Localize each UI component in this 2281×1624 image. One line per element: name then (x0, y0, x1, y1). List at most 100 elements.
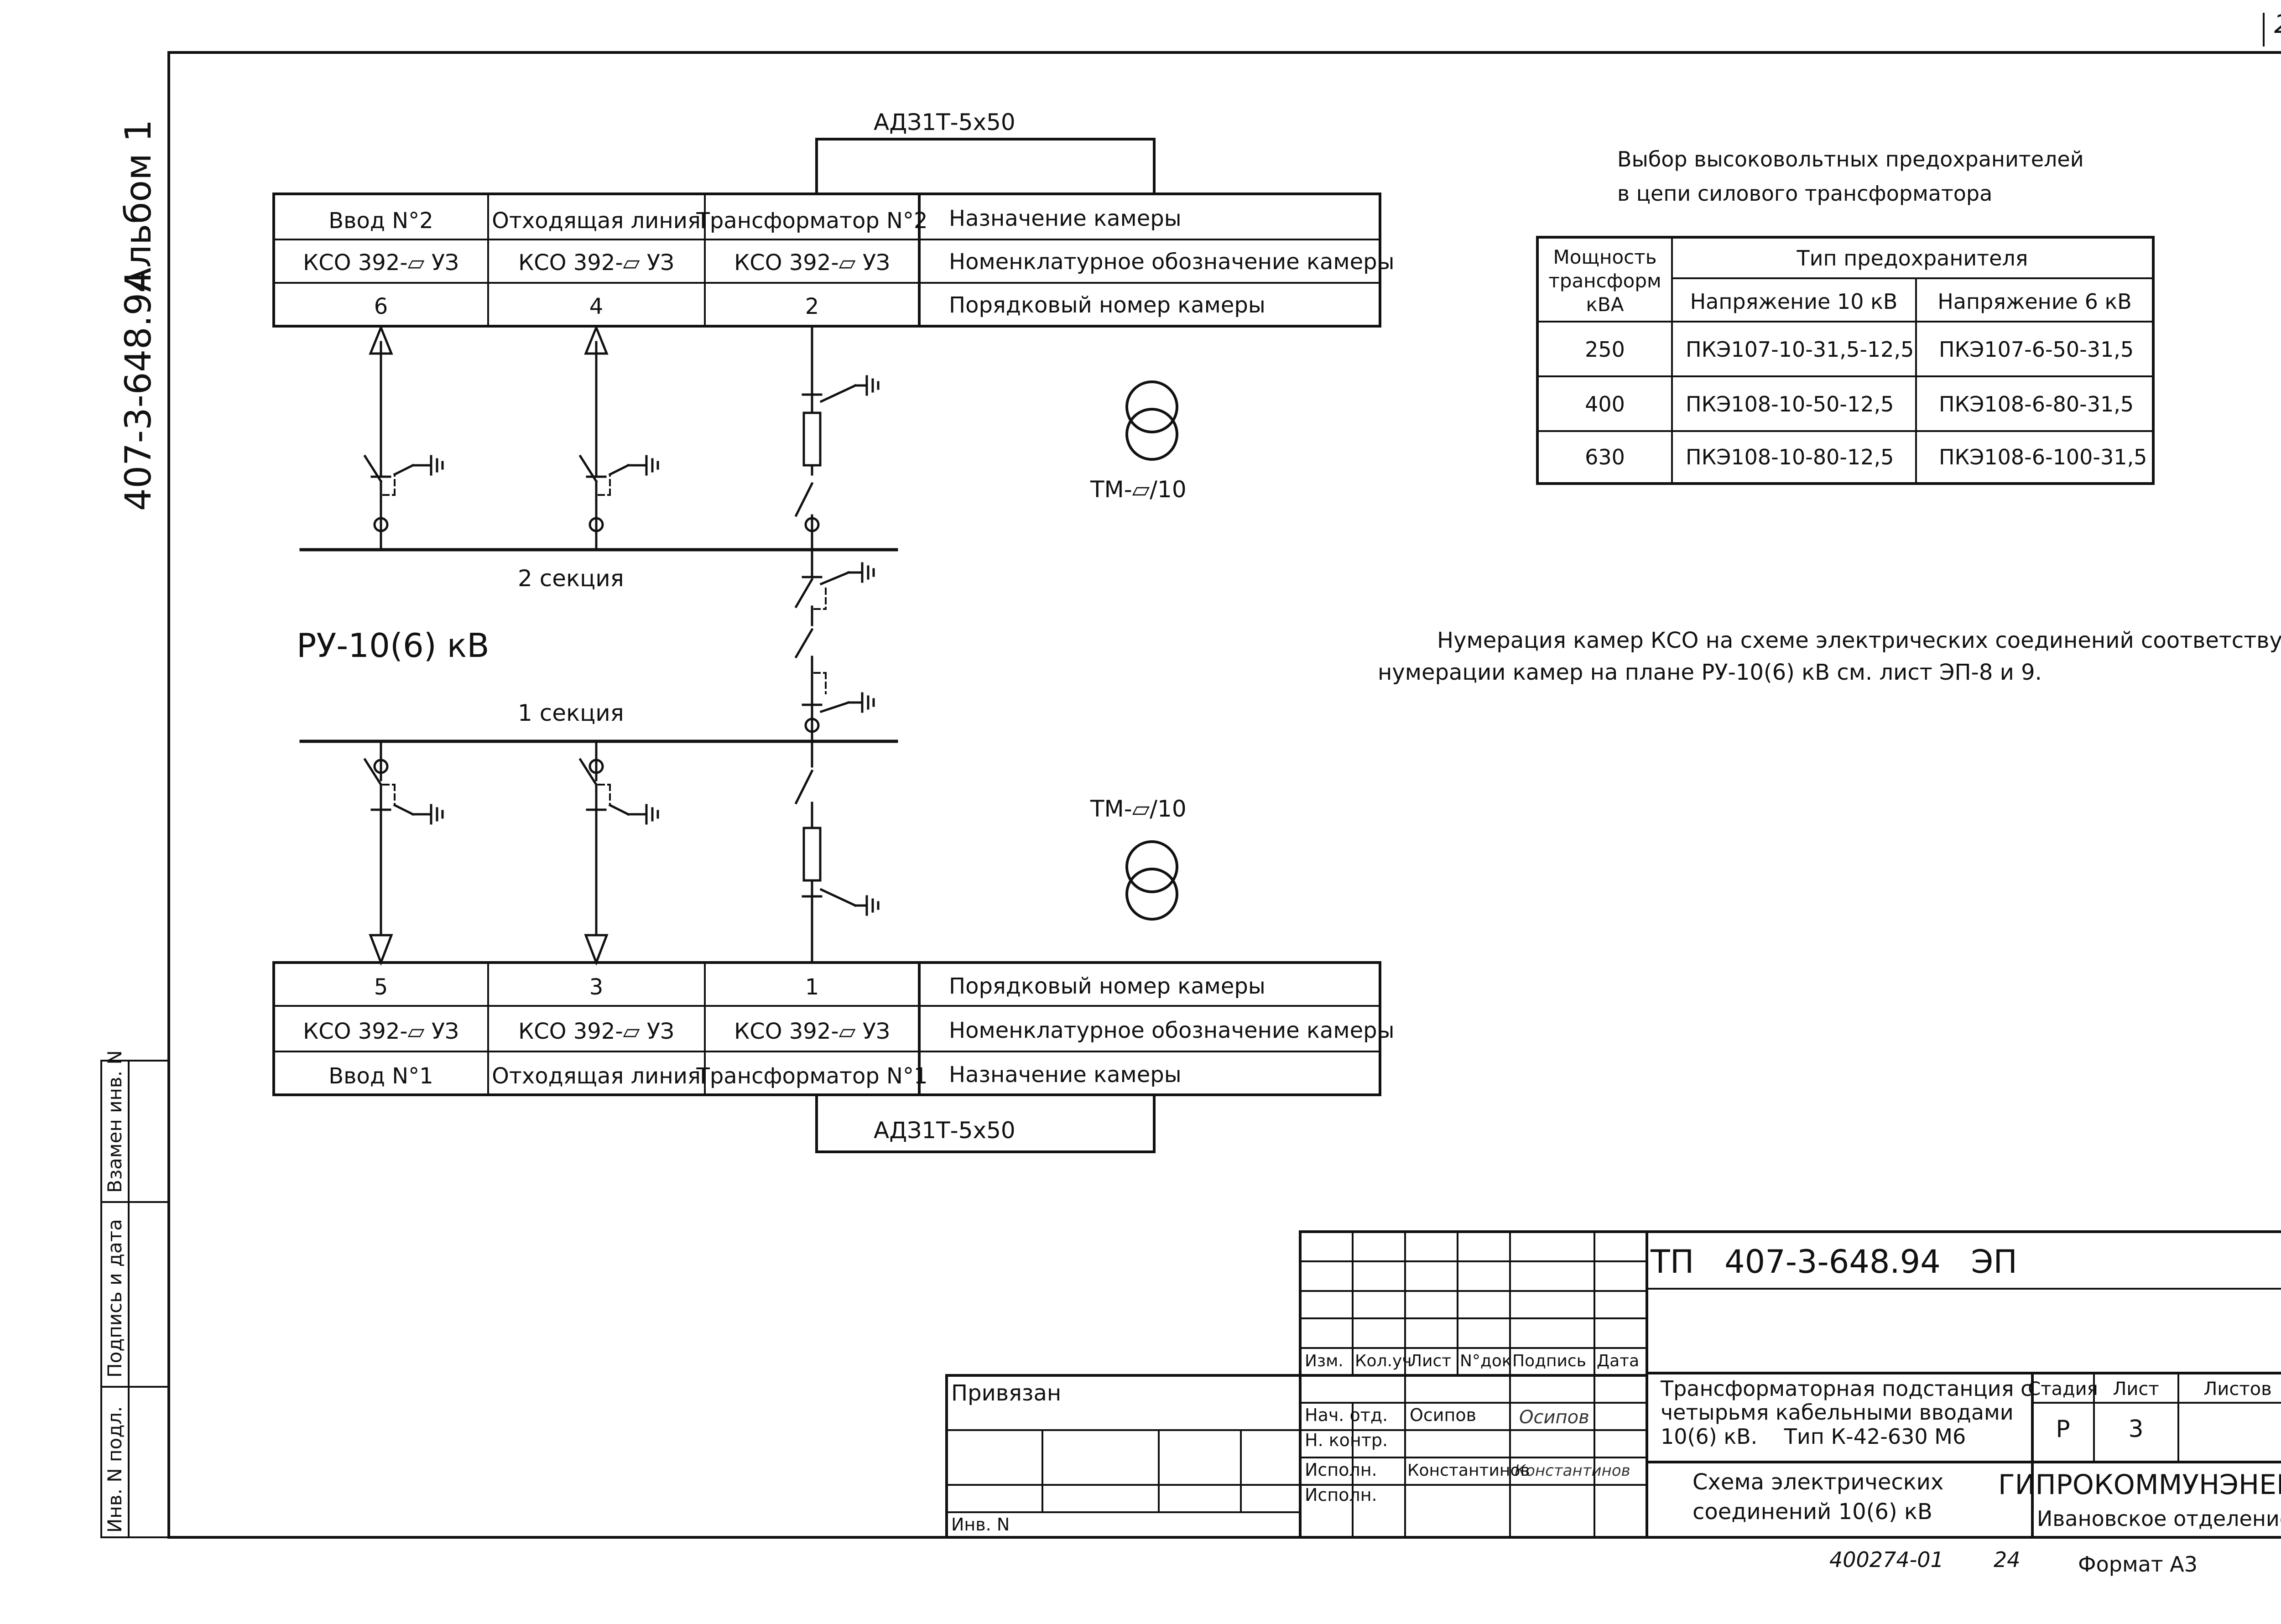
sheet-title-2: соединений 10(6) кВ (1693, 1499, 1932, 1525)
fuse-head-power-1: Мощность (1553, 246, 1657, 268)
fuse-table-title-1: Выбор высоковольтных предохранителей (1617, 147, 2084, 172)
bus-tie (794, 548, 875, 743)
fuse-head-power-3: кВА (1586, 293, 1624, 316)
feeder-cable-bottom: АДЗ1Т-5х50 (874, 1117, 1016, 1144)
fuse-table-grid (1536, 236, 2155, 485)
col-head-koluch: Кол.уч (1355, 1352, 1412, 1370)
top-table-grid (272, 193, 1381, 328)
cell-6-feeder (363, 324, 444, 551)
bottom-cell-r1-c2: КСО 392-▱ УЗ (734, 1019, 890, 1044)
role-nach-otd: Нач. отд. (1305, 1405, 1388, 1425)
top-label-r2: Порядковый номер камеры (949, 292, 1265, 318)
fuse-table: Мощность трансформ кВА Тип предохранител… (1548, 246, 2147, 469)
section-1-label: 1 секция (518, 700, 624, 726)
stage-head: Стадия (2028, 1379, 2098, 1400)
top-cell-r0-c1: Отходящая линия (492, 208, 701, 234)
stage-value: Р (2056, 1416, 2070, 1443)
transformer-2-symbol (1125, 380, 1178, 461)
bottom-cell-r2-c0: Ввод N°1 (328, 1063, 433, 1089)
org-branch: Ивановское отделение (2037, 1506, 2281, 1531)
transformer-1-label: ТМ-▱/10 (1090, 796, 1187, 822)
sheet-head: Лист (2113, 1379, 2159, 1400)
feeder-loop-top (815, 138, 1156, 195)
format-label: Формат А3 (2078, 1552, 2198, 1577)
transformer-2-label: ТМ-▱/10 (1090, 476, 1187, 503)
fuse-head-power-2: трансформ (1548, 270, 1661, 292)
cell-2-feeder (794, 325, 880, 551)
bottom-label-r0: Порядковый номер камеры (949, 973, 1265, 999)
fuse-row-2-power: 630 (1585, 445, 1625, 469)
top-cell-r2-c2: 2 (805, 294, 819, 319)
fuse-head-type: Тип предохранителя (1797, 246, 2028, 271)
transformer-1-symbol (1125, 840, 1178, 921)
fuse-head-6kv: Напряжение 6 кВ (1937, 289, 2132, 314)
sheet-title-1: Схема электрических (1693, 1469, 1943, 1495)
fuse-row-2-10kv: ПКЭ108-10-80-12,5 (1686, 445, 1894, 469)
doc-code: ТП 407-3-648.94 ЭП (1650, 1243, 2017, 1280)
top-cell-r1-c2: КСО 392-▱ УЗ (734, 250, 890, 276)
role-n-kontr: Н. контр. (1305, 1430, 1388, 1450)
stamp-sign-label: Подпись и дата (104, 1219, 126, 1378)
sheet-value: 3 (2128, 1416, 2143, 1443)
cell-1-feeder (794, 740, 880, 964)
object-line-2: четырьмя кабельными вводами (1661, 1400, 2014, 1425)
col-head-podpis: Подпись (1512, 1352, 1586, 1370)
object-line-1: Трансформаторная подстанция с (1660, 1376, 2032, 1401)
cell-4-feeder (578, 324, 659, 551)
fuse-row-2-6kv: ПКЭ108-6-100-31,5 (1939, 445, 2147, 469)
album-label: Альбом 1 (118, 120, 159, 292)
ru-label: РУ-10(6) кВ (297, 626, 490, 665)
bottom-label-r2: Назначение камеры (949, 1062, 1182, 1088)
bottom-table: 5 3 1 Порядковый номер камеры КСО 392-▱ … (303, 973, 1394, 1089)
drawing-frame (167, 13, 2281, 1539)
bottom-cell-r0-c0: 5 (374, 974, 388, 1000)
note-line-2: нумерации камер на плане РУ-10(6) кВ см.… (1378, 660, 2042, 685)
stamp-replace-label: Взамен инв. N (104, 1050, 126, 1193)
archive-number: 400274-01 (1829, 1547, 1944, 1572)
col-head-list: Лист (1410, 1352, 1451, 1370)
top-cell-r1-c1: КСО 392-▱ УЗ (518, 250, 674, 276)
fuse-head-10kv: Напряжение 10 кВ (1690, 289, 1898, 314)
col-head-ndok: N°док (1460, 1352, 1512, 1370)
stamp-inv-label: Инв. N подл. (104, 1406, 126, 1533)
feeder-loop-bottom (815, 1093, 1156, 1153)
fuse-row-1-power: 400 (1585, 392, 1625, 416)
object-line-3: 10(6) кВ. Тип К-42-630 М6 (1661, 1424, 1966, 1449)
top-cell-r2-c0: 6 (374, 294, 388, 319)
section-2-label: 2 секция (518, 565, 624, 592)
inv-label: Инв. N (951, 1515, 1010, 1535)
signature-osipov: Осипов (1519, 1407, 1589, 1428)
note-line-1: Нумерация камер КСО на схеме электрическ… (1437, 628, 2281, 653)
name-osipov: Осипов (1410, 1405, 1476, 1425)
archive-page: 24 (1994, 1547, 2021, 1572)
fuse-row-1-6kv: ПКЭ108-6-80-31,5 (1939, 392, 2134, 416)
bottom-cell-r0-c2: 1 (805, 974, 819, 1000)
fuse-row-0-6kv: ПКЭ107-6-50-31,5 (1939, 337, 2134, 362)
bottom-label-r1: Номенклатурное обозначение камеры (949, 1018, 1394, 1043)
top-right-mark: 23 (2274, 10, 2281, 39)
bottom-cell-r1-c0: КСО 392-▱ УЗ (303, 1019, 459, 1044)
fuse-row-1-10kv: ПКЭ108-10-50-12,5 (1686, 392, 1894, 416)
feeder-cable-top: АДЗ1Т-5х50 (874, 109, 1016, 135)
bottom-cell-r1-c1: КСО 392-▱ УЗ (518, 1019, 674, 1044)
left-stamp (100, 1060, 170, 1538)
top-label-r1: Номенклатурное обозначение камеры (949, 249, 1394, 275)
bottom-cell-r2-c1: Отходящая линия (492, 1063, 701, 1089)
top-cell-r1-c0: КСО 392-▱ УЗ (303, 250, 459, 276)
title-block-grid (945, 1230, 2281, 1539)
fuse-table-title-2: в цепи силового трансформатора (1617, 181, 1992, 206)
top-table: Ввод N°2 Отходящая линия Трансформатор N… (303, 206, 1394, 319)
col-head-data: Дата (1597, 1352, 1639, 1370)
sheets-head: Листов (2203, 1379, 2271, 1400)
cell-5-feeder (363, 740, 444, 966)
role-ispoln-1: Исполн. (1305, 1460, 1377, 1480)
top-cell-r2-c1: 4 (589, 294, 604, 319)
cell-3-feeder (578, 740, 659, 966)
fuse-row-0-power: 250 (1585, 337, 1625, 362)
role-ispoln-2: Исполн. (1305, 1485, 1377, 1505)
bottom-cell-r2-c2: Трансформатор N°1 (696, 1063, 928, 1089)
col-head-izm: Изм. (1305, 1352, 1344, 1370)
top-cell-r0-c2: Трансформатор N°2 (696, 208, 928, 234)
org-name: ГИПРОКОММУНЭНЕРГО (1998, 1469, 2281, 1501)
